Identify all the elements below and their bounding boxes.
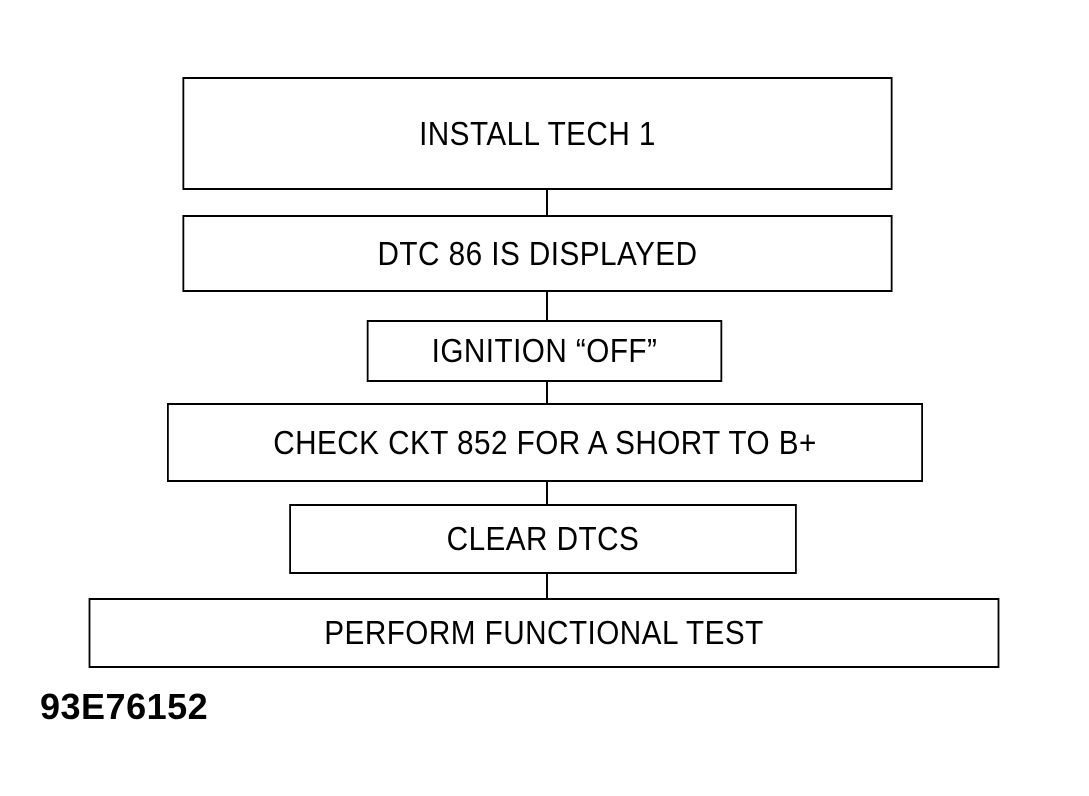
connector-line: [546, 292, 548, 320]
step-ignition-off: IGNITION “OFF”: [366, 320, 723, 382]
connector-line: [546, 574, 548, 598]
step-dtc-86-displayed: DTC 86 IS DISPLAYED: [182, 215, 893, 292]
step-label: CHECK CKT 852 FOR A SHORT TO B+: [273, 423, 817, 461]
connector-line: [546, 190, 548, 215]
step-perform-functional-test: PERFORM FUNCTIONAL TEST: [88, 598, 1000, 668]
step-clear-dtcs: CLEAR DTCS: [289, 504, 797, 574]
step-label: PERFORM FUNCTIONAL TEST: [324, 614, 764, 651]
figure-id: 93E76152: [40, 686, 209, 727]
connector-line: [546, 482, 548, 504]
step-check-ckt-852: CHECK CKT 852 FOR A SHORT TO B+: [167, 403, 923, 482]
step-label: INSTALL TECH 1: [419, 114, 656, 152]
step-label: DTC 86 IS DISPLAYED: [377, 234, 698, 272]
step-install-tech-1: INSTALL TECH 1: [182, 77, 893, 190]
step-label: CLEAR DTCS: [446, 520, 640, 557]
step-label: IGNITION “OFF”: [431, 332, 658, 369]
connector-line: [546, 382, 548, 403]
